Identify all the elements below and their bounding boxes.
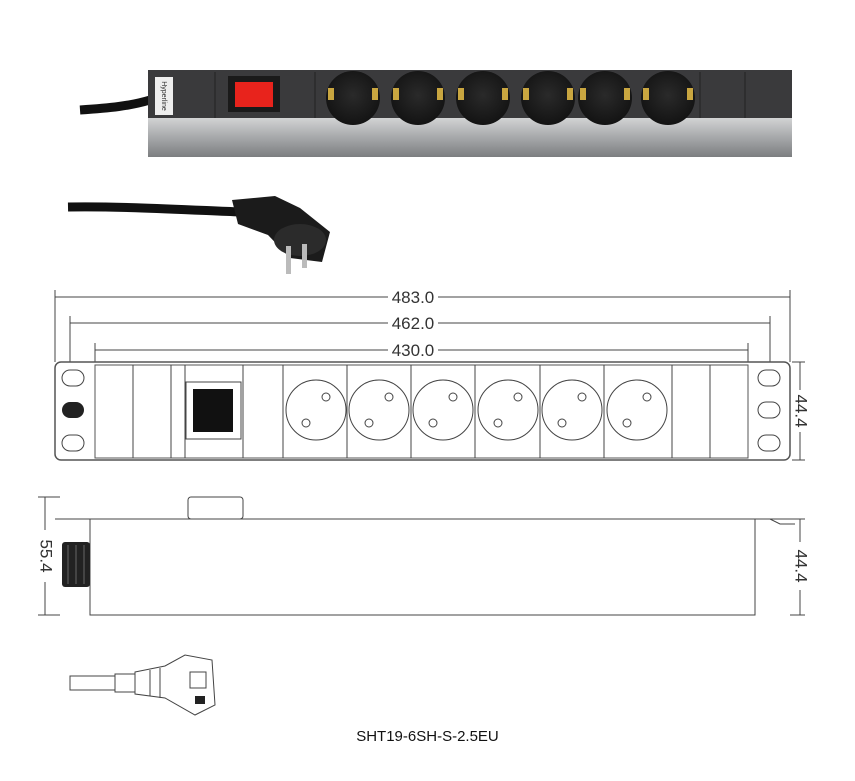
power-cable (79, 95, 152, 115)
socket-drawing (285, 365, 348, 458)
socket-drawing (348, 365, 412, 458)
svg-text:462.0: 462.0 (392, 314, 435, 333)
sockets-front (285, 365, 673, 458)
svg-text:44.4: 44.4 (792, 394, 811, 427)
socket-photo (456, 71, 510, 125)
svg-text:44.4: 44.4 (792, 549, 811, 582)
plug-drawing (69, 654, 216, 716)
socket-photo (391, 71, 445, 125)
socket-drawing (606, 365, 673, 458)
pdu-photo: Hyperline (79, 70, 792, 157)
socket-photo (521, 71, 575, 125)
model-caption: SHT19-6SH-S-2.5EU (356, 728, 499, 745)
dimension-overall: 483.0 (54, 288, 791, 362)
svg-text:55.4: 55.4 (37, 539, 56, 572)
cable-gland (62, 542, 90, 587)
mount-holes-left (61, 369, 85, 452)
side-view (55, 496, 795, 616)
front-view (54, 361, 791, 461)
socket-drawing (412, 365, 476, 458)
socket-drawing (477, 365, 541, 458)
plug-photo (67, 196, 330, 274)
socket-photo (641, 71, 695, 125)
dimension-mount: 462.0 (69, 314, 771, 375)
pdu-side (148, 118, 792, 157)
dimension-front-height: 44.4 (792, 361, 811, 461)
switch-side (187, 496, 244, 520)
socket-photo (326, 71, 380, 125)
dimension-side-body: 44.4 (790, 518, 811, 616)
socket-photo (578, 71, 632, 125)
brand-label-text: Hyperline (160, 81, 167, 111)
socket-drawing (541, 365, 605, 458)
dimension-side-total: 55.4 (37, 496, 60, 616)
svg-text:483.0: 483.0 (392, 288, 435, 307)
brand-label (155, 77, 173, 115)
svg-text:430.0: 430.0 (392, 341, 435, 360)
power-switch[interactable] (235, 82, 273, 107)
mount-holes-right (757, 369, 781, 452)
switch-front (185, 381, 242, 440)
sockets-photo (326, 71, 695, 125)
